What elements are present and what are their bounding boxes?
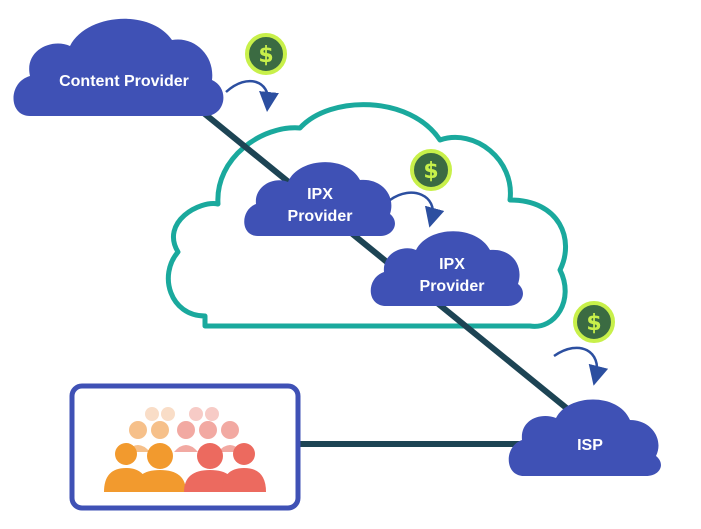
payment-coin-3: $: [573, 301, 615, 343]
dollar-coin-icon: [410, 149, 452, 191]
payment-coin-2: $: [410, 149, 452, 191]
payment-arrow-1: [225, 80, 279, 112]
ipx-provider-2-label-line1: IPX: [439, 256, 465, 273]
payment-arrow-2: [389, 191, 445, 228]
ipx-provider-2-label-line2: Provider: [420, 278, 485, 295]
dollar-glyph: $: [258, 43, 273, 68]
users-box: [69, 383, 301, 511]
content-provider-label: Content Provider: [59, 73, 189, 90]
users-crowd-icon: [104, 407, 266, 492]
dollar-coin-icon: [245, 33, 287, 75]
cloud-icon: [508, 399, 661, 476]
payment-arrow-3: [553, 346, 609, 386]
dollar-glyph: $: [586, 311, 601, 336]
cloud-icon: [370, 231, 523, 306]
payment-coin-1: $: [245, 33, 287, 75]
ipx-network-cloud: [165, 102, 569, 329]
dollar-glyph: $: [423, 159, 438, 184]
ipx-provider-node-2: IPX Provider: [370, 231, 523, 306]
content-provider-node: Content Provider: [13, 18, 224, 116]
isp-label: ISP: [577, 437, 603, 454]
ipx-provider-1-label-line1: IPX: [307, 186, 333, 203]
ipx-provider-node-1: IPX Provider: [244, 162, 395, 236]
cloud-icon: [244, 162, 395, 236]
dollar-coin-icon: [573, 301, 615, 343]
cloud-icon: [13, 18, 224, 116]
isp-node: ISP: [508, 399, 661, 476]
ipx-provider-1-label-line2: Provider: [288, 208, 353, 225]
